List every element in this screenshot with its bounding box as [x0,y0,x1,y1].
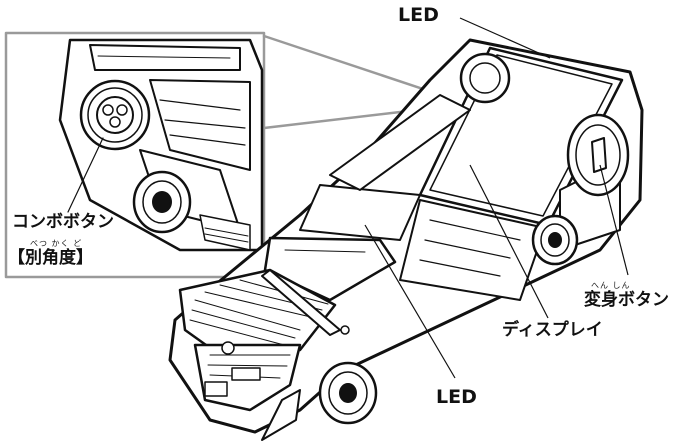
leader-henshin [599,164,629,276]
label-henshin-button: 変身ボタン [584,290,669,310]
label-combo-button: コンボボタン [12,212,114,232]
leader-display [469,164,549,319]
label-led-top: LED [398,4,439,26]
leader-led-bottom [364,224,456,379]
label-led-bottom: LED [436,386,477,408]
label-alt-angle: 【別角度】 [8,248,93,268]
leader-lines [364,17,629,379]
ruby-alt-angle: べつ かく ど [30,239,83,248]
label-display: ディスプレイ [502,320,603,340]
leader-led-top [459,17,551,59]
ruby-henshin: へん しん [591,281,631,290]
